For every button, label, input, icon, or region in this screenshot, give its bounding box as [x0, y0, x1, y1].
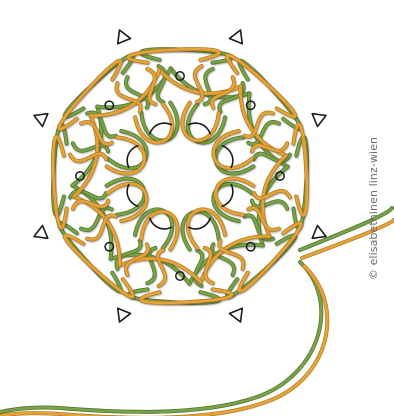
gold-cord: [53, 49, 307, 303]
triangle-mark: [230, 308, 243, 322]
photo-credit-text: © elisabethinen linz-wien: [368, 136, 381, 279]
triangle-mark: [118, 30, 131, 44]
dash-mark: [222, 146, 233, 168]
triangle-mark: [312, 114, 326, 127]
dash-mark: [127, 185, 138, 207]
gold-tail-bottom: [0, 266, 327, 416]
dash-mark: [189, 123, 211, 134]
dash-mark: [150, 218, 172, 229]
triangle-mark: [312, 226, 326, 239]
triangle-mark: [34, 114, 48, 127]
dash-mark: [189, 218, 211, 229]
triangle-mark: [34, 226, 48, 239]
marks: [34, 30, 326, 322]
photo-credit: © elisabethinen linz-wien: [362, 8, 386, 408]
dash-mark: [150, 123, 172, 134]
dash-mark: [127, 146, 138, 168]
gold-tail-bottom-outline: [0, 266, 327, 416]
cord-tails: [0, 208, 394, 416]
triangle-mark: [118, 308, 131, 322]
triangle-mark: [230, 30, 243, 44]
dash-mark: [222, 185, 233, 207]
